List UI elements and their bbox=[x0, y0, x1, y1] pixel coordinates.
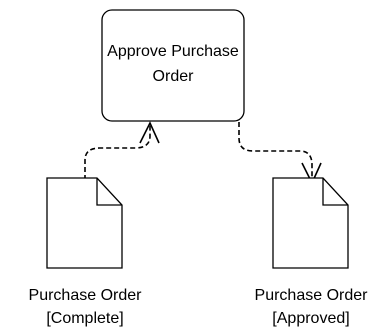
input-document-icon bbox=[46, 177, 123, 269]
output-document-icon bbox=[272, 177, 349, 269]
input-flow-line bbox=[84, 125, 151, 180]
activity-label-line1: Approve Purchase bbox=[107, 43, 239, 60]
input-object-flow bbox=[84, 121, 160, 180]
activity-approve-purchase-order[interactable]: Approve Purchase Order bbox=[101, 9, 245, 122]
output-document-object[interactable] bbox=[272, 177, 349, 269]
output-document-fold bbox=[322, 178, 348, 206]
output-object-flow bbox=[238, 122, 322, 185]
input-flow-arrowhead bbox=[139, 121, 160, 144]
output-flow-line bbox=[238, 122, 313, 182]
activity-box bbox=[101, 9, 245, 122]
input-document-object[interactable] bbox=[46, 177, 123, 269]
input-object-label-line2: [Complete] bbox=[46, 310, 123, 327]
output-object-label-line1: Purchase Order bbox=[255, 287, 369, 304]
activity-label-line2: Order bbox=[153, 68, 195, 85]
input-document-fold bbox=[96, 178, 122, 206]
input-object-label-line1: Purchase Order bbox=[29, 287, 143, 304]
output-object-label-line2: [Approved] bbox=[272, 310, 349, 327]
